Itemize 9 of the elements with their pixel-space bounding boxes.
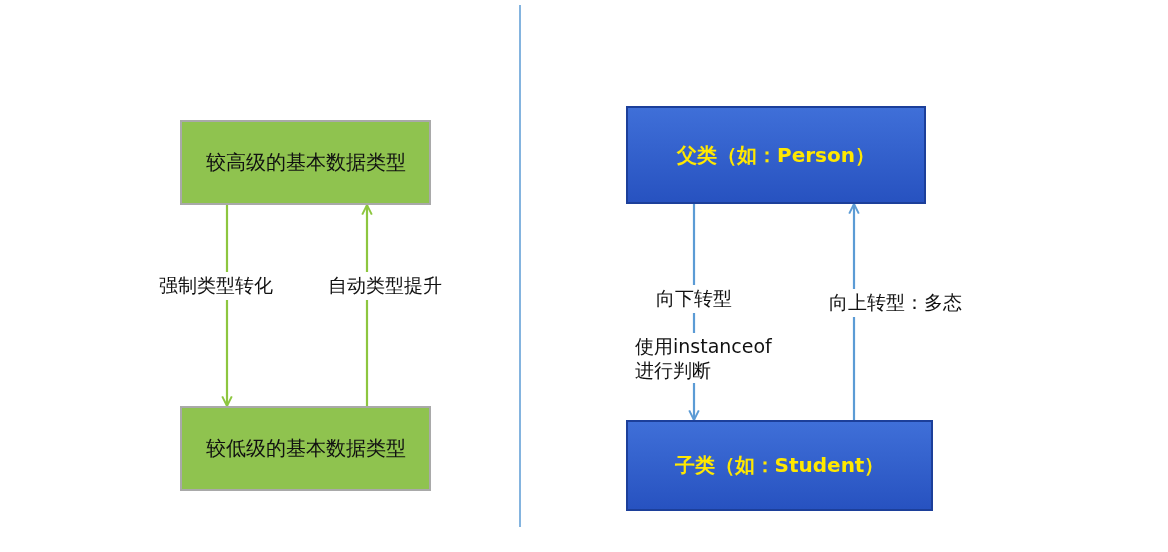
type-box: 子类（如：Student）: [626, 420, 933, 511]
type-box: 较低级的基本数据类型: [180, 406, 431, 491]
edge-label: 向下转型: [654, 285, 734, 313]
type-box: 父类（如：Person）: [626, 106, 926, 204]
arrow: [848, 203, 860, 420]
type-box: 较高级的基本数据类型: [180, 120, 431, 205]
edge-label: 强制类型转化: [157, 272, 275, 300]
arrow: [221, 205, 233, 407]
arrow: [361, 204, 373, 406]
